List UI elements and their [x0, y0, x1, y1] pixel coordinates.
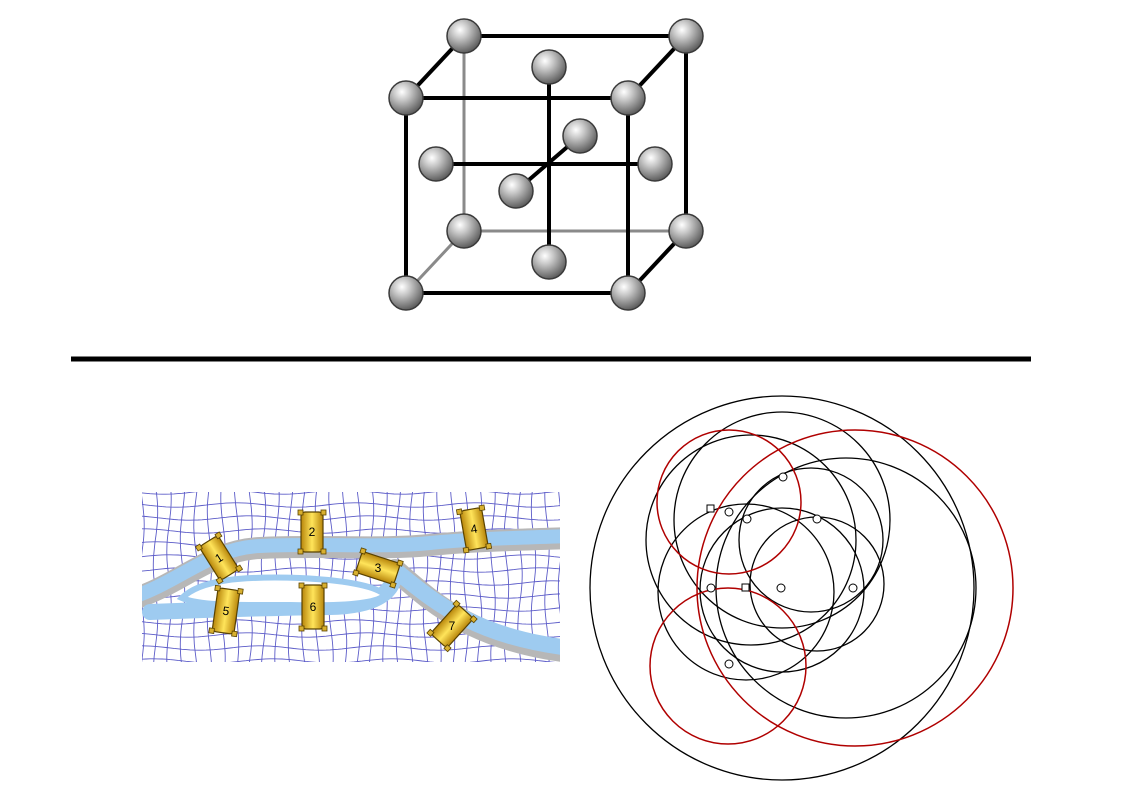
bridge: 6: [298, 582, 328, 632]
atom: [388, 80, 424, 116]
intersection-point: [776, 583, 786, 593]
atom: [637, 146, 673, 182]
black-circle: [657, 503, 835, 681]
grid-line-vertical: [422, 492, 429, 662]
grid-line-horizontal: [142, 619, 560, 625]
atom: [498, 173, 534, 209]
atom: [446, 213, 482, 249]
red-circles: [649, 429, 1014, 747]
red-circle: [656, 429, 802, 575]
atom: [610, 80, 646, 116]
red-circle: [649, 587, 807, 745]
red-circle: [696, 429, 1014, 747]
grid-line-vertical: [233, 492, 240, 662]
black-circle: [673, 411, 891, 629]
grid-line-vertical: [355, 492, 361, 662]
atoms: [388, 18, 704, 311]
black-circle: [715, 457, 977, 719]
grid-line-horizontal: [142, 515, 560, 521]
bridge-label: 3: [375, 561, 382, 575]
atom: [668, 18, 704, 54]
grid-line-horizontal: [142, 502, 560, 508]
bridge-label: 2: [309, 525, 316, 539]
kneiphof-island: [176, 574, 390, 609]
atom: [562, 118, 598, 154]
grid-line-vertical: [544, 492, 550, 662]
bridge: 3: [352, 547, 404, 589]
grid-line-horizontal: [142, 658, 556, 662]
bridge: 7: [426, 599, 478, 653]
atom: [446, 18, 482, 54]
grid-line-vertical: [206, 492, 213, 662]
atom: [610, 275, 646, 311]
black-circle: [699, 507, 865, 673]
intersection-markers: [706, 472, 858, 669]
atom: [388, 275, 424, 311]
fcc-unit-cell: [388, 18, 704, 311]
grid-line-vertical: [142, 495, 145, 662]
intersection-point: [724, 507, 734, 517]
bridge: 5: [208, 584, 244, 638]
bridge-label: 6: [310, 600, 317, 614]
grid-line-vertical: [328, 492, 334, 662]
intersection-point: [706, 583, 716, 593]
grid-line-horizontal: [142, 645, 560, 651]
intersection-point: [812, 514, 822, 524]
intersection-point: [742, 514, 752, 524]
atom: [418, 146, 454, 182]
circle-arrangement: [589, 395, 1014, 781]
atom: [668, 213, 704, 249]
intersection-square: [706, 504, 715, 513]
intersection-point: [778, 472, 788, 482]
bridge-label: 4: [469, 521, 478, 536]
bridge-label: 5: [222, 604, 231, 619]
bridge: 2: [297, 509, 327, 555]
black-circle: [589, 395, 975, 781]
bridge-label: 7: [449, 619, 456, 633]
black-circle: [645, 434, 857, 646]
atom: [531, 49, 567, 85]
atom: [531, 244, 567, 280]
grid-line-vertical: [557, 492, 560, 615]
bridge: 4: [455, 504, 493, 554]
konigsberg-map: 1 2 3 4: [142, 492, 560, 662]
intersection-square: [741, 583, 750, 592]
black-circle: [738, 467, 884, 613]
intersection-point: [848, 583, 858, 593]
grid-line-horizontal: [142, 528, 560, 534]
bridge: 1: [194, 531, 244, 585]
intersection-point: [724, 659, 734, 669]
